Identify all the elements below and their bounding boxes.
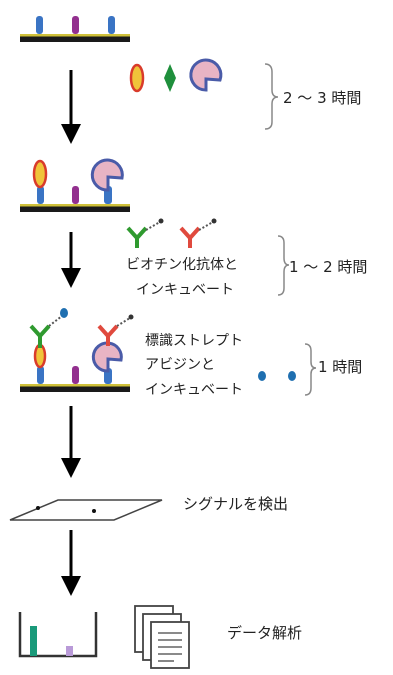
brace-icon [264, 63, 279, 130]
step2-label-line1: ビオチン化抗体と [126, 257, 238, 273]
plate-step1 [20, 158, 130, 212]
antigen-pacman-icon [189, 58, 223, 92]
step5-analysis-label: データ解析 [227, 624, 303, 642]
streptavidin-icon [60, 308, 68, 318]
step4-detect-label: シグナルを検出 [183, 495, 289, 513]
streptavidin-icon [258, 371, 266, 381]
document-stack-icon [134, 605, 190, 669]
step2-label-line2: インキュベート [136, 282, 234, 298]
plate-step0 [20, 16, 130, 42]
step3-label-line1: 標識ストレプト [145, 333, 243, 349]
brace-icon [304, 343, 317, 396]
step3-time-label: 1 時間 [318, 358, 363, 376]
step3-label-line3: インキュベート [145, 382, 243, 398]
flow-arrow-icon [61, 232, 81, 288]
antibody-icon-group [126, 218, 217, 248]
flow-arrow-icon [61, 70, 81, 144]
streptavidin-icon [288, 371, 296, 381]
step3-label-line2: アビジンと [145, 357, 215, 373]
step2-time-label: 1 〜 2 時間 [289, 258, 368, 276]
flow-arrow-icon [61, 406, 81, 478]
capture-antibody-icon [72, 16, 79, 34]
antibody-red-icon [179, 218, 217, 248]
scanner-slide-icon [9, 499, 163, 521]
brace-icon [277, 235, 290, 296]
bar-chart-icon [18, 612, 98, 658]
capture-antibody-icon [36, 16, 43, 34]
antigen-icon-group [129, 58, 223, 93]
plate-icon [20, 36, 130, 42]
step1-time-label: 2 〜 3 時間 [283, 89, 362, 107]
flow-arrow-icon [61, 530, 81, 596]
antigen-diamond-icon [164, 64, 176, 92]
plate-step2 [20, 308, 134, 392]
capture-antibody-icon [108, 16, 115, 34]
antigen-oval-icon [129, 63, 145, 93]
antibody-green-icon [126, 218, 164, 248]
